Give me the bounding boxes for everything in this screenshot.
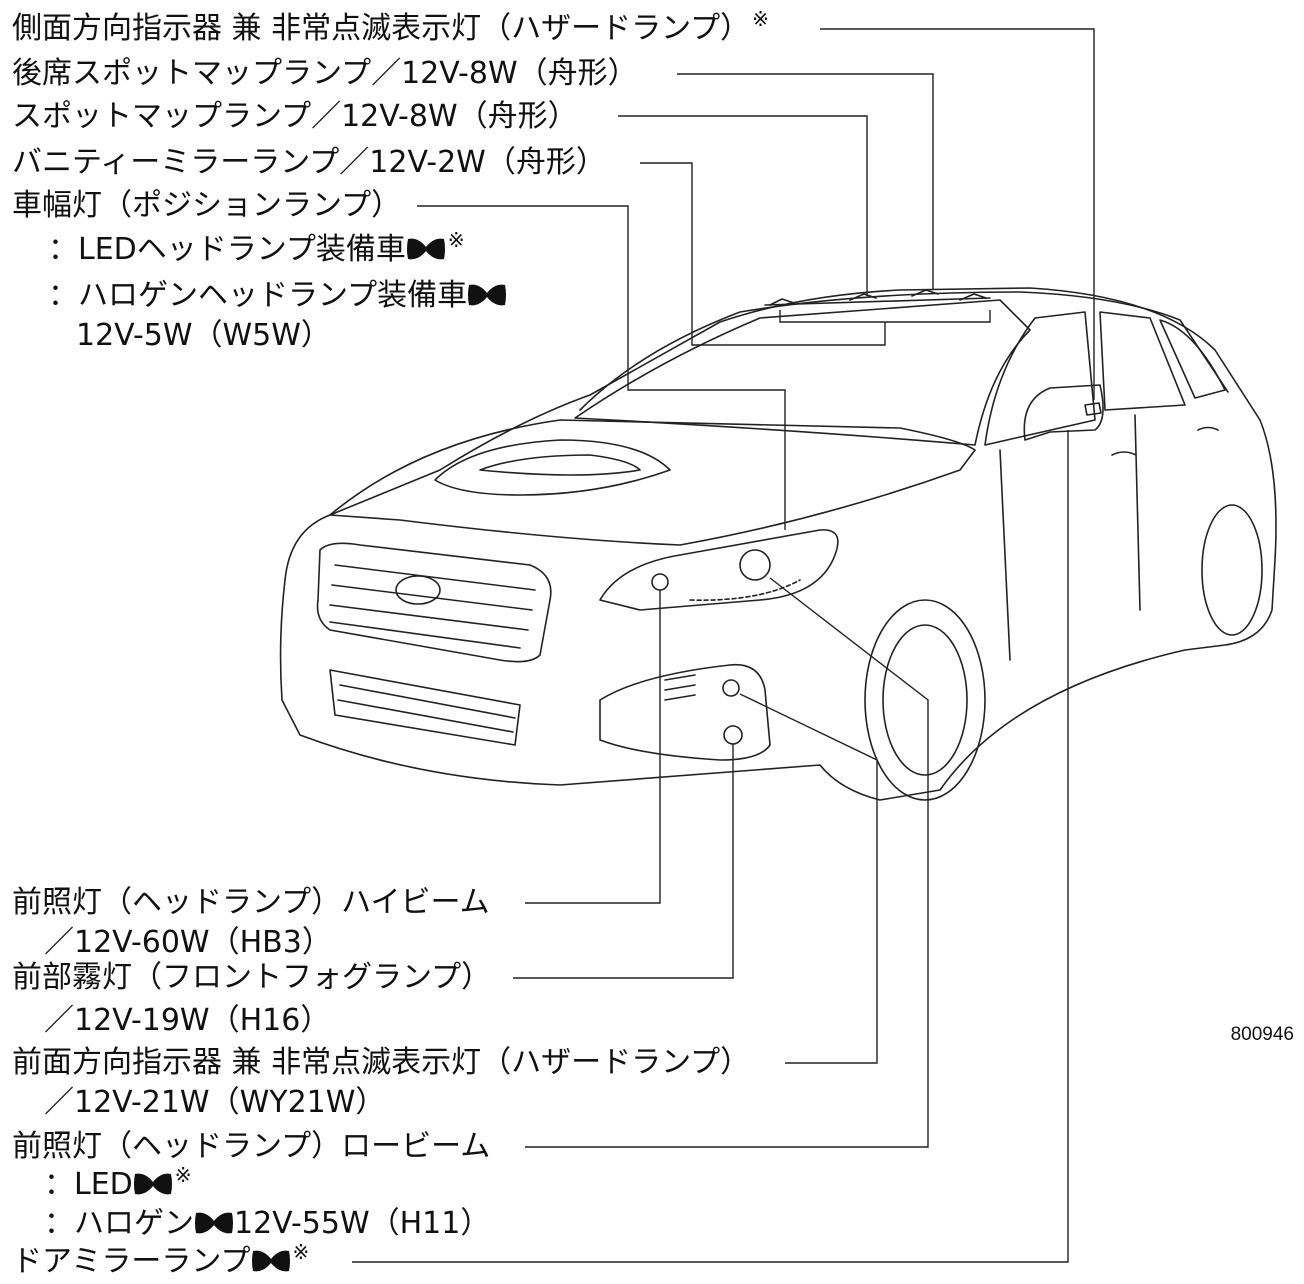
leader-vanity-bracket <box>779 310 991 323</box>
leader-side-turn <box>820 28 1095 400</box>
label-front-turn-title: 前面方向指示器 兼 非常点滅表示灯（ハザードランプ） <box>12 1045 751 1080</box>
rear-side-window <box>1099 311 1186 411</box>
highbeam-bulb <box>651 573 669 591</box>
label-highbeam-title: 前照灯（ヘッドランプ）ハイビーム <box>12 885 490 920</box>
label-position-halogen: ：ハロゲンヘッドランプ装備車 <box>48 278 507 314</box>
bowtie-icon <box>251 1250 290 1272</box>
figure-code: 800946 <box>1230 1024 1294 1045</box>
roof-lamp-4 <box>959 293 987 301</box>
label-spot: スポットマップランプ／12V-8W（舟形） <box>12 99 578 134</box>
label-fog-title: 前部霧灯（フロントフォグランプ） <box>12 960 492 995</box>
roof-lamp-2 <box>849 293 877 301</box>
fog-bulb <box>723 725 743 745</box>
hood <box>329 419 976 546</box>
hood-scoop-inner <box>479 454 641 476</box>
label-side-turn: 側面方向指示器 兼 非常点滅表示灯（ハザードランプ）※ <box>12 7 769 46</box>
note-mark: ※ <box>447 228 465 252</box>
front-door <box>999 414 1141 661</box>
leader-lowbeam <box>525 577 929 1148</box>
roof-lamp-3 <box>911 289 939 297</box>
leader-fog <box>513 744 734 979</box>
label-front-turn-spec: ／12V-21W（WY21W） <box>44 1085 386 1120</box>
label-lowbeam-led: ：LED※ <box>44 1163 192 1202</box>
roof-lamp-1 <box>769 298 795 306</box>
label-highbeam-spec: ／12V-60W（HB3） <box>44 925 332 960</box>
mirror-lamp <box>1084 402 1102 416</box>
emblem <box>395 575 441 605</box>
lower-grille <box>329 669 521 746</box>
label-position-led: ：LEDヘッドランプ装備車※ <box>48 228 465 267</box>
front-wheel <box>864 599 986 801</box>
note-mark: ※ <box>752 7 769 31</box>
quarter-window <box>1159 319 1226 399</box>
bowtie-icon <box>195 1212 233 1234</box>
leader-spot <box>618 115 868 296</box>
roof-line <box>579 291 1229 411</box>
grille <box>316 542 552 663</box>
bowtie-icon <box>406 238 445 260</box>
label-lowbeam-title: 前照灯（ヘッドランプ）ロービーム <box>12 1129 491 1164</box>
label-vanity: バニティーミラーランプ／12V-2W（舟形） <box>12 145 606 180</box>
headlight <box>599 529 839 611</box>
leader-front-turn <box>739 693 878 1064</box>
label-position-spec: 12V-5W（W5W） <box>76 318 331 353</box>
leader-position <box>417 205 786 530</box>
leader-highbeam <box>525 590 661 904</box>
roof-lamp-strip <box>764 297 991 306</box>
label-door-mirror: ドアミラーランプ※ <box>12 1240 310 1279</box>
door-mirror <box>1023 384 1104 441</box>
note-mark: ※ <box>174 1163 192 1187</box>
bowtie-icon <box>468 284 507 306</box>
front-side-window <box>984 311 1096 446</box>
fog-housing <box>599 663 771 761</box>
note-mark: ※ <box>292 1240 310 1264</box>
leader-rear-spot <box>677 73 934 290</box>
bowtie-icon <box>133 1173 172 1195</box>
label-position-title: 車幅灯（ポジションランプ） <box>12 188 402 223</box>
drl-strip <box>689 579 801 601</box>
leader-vanity <box>640 162 886 346</box>
windshield <box>574 299 1031 446</box>
label-fog-spec: ／12V-19W（H16） <box>44 1003 331 1038</box>
lowbeam-bulb <box>739 549 771 581</box>
label-rear-spot: 後席スポットマップランプ／12V-8W（舟形） <box>12 56 638 91</box>
hood-scoop <box>434 439 671 496</box>
car-body-outline <box>279 287 1277 801</box>
leader-door-mirror <box>352 430 1069 1263</box>
rear-wheel <box>1201 504 1263 636</box>
front-turn-bulb <box>722 679 740 697</box>
